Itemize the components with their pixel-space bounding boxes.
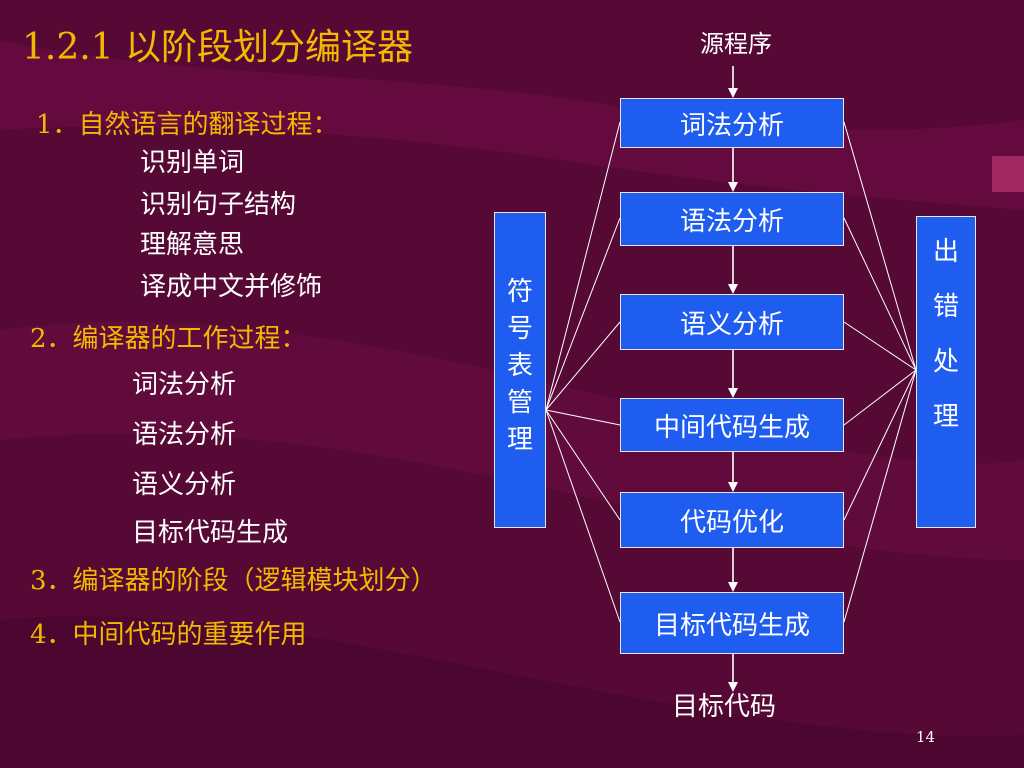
phase-intermediate-code: 中间代码生成 xyxy=(620,398,844,452)
item-2-heading: 2．编译器的工作过程： xyxy=(30,324,307,354)
page-number: 14 xyxy=(916,728,936,746)
item-1-sub-3: 理解意思 xyxy=(140,230,245,260)
source-program-label: 源程序 xyxy=(700,30,772,58)
link-error-optimize xyxy=(843,369,917,521)
link-symbol-intermediate xyxy=(545,409,621,426)
phase-semantic-analysis: 语义分析 xyxy=(620,294,844,350)
link-symbol-optimize xyxy=(545,409,621,521)
error-handling-char-4: 理 xyxy=(932,402,959,432)
link-symbol-codegen xyxy=(545,409,621,623)
link-error-lexical xyxy=(843,121,917,371)
target-code-label: 目标代码 xyxy=(672,692,777,722)
link-error-semantic xyxy=(843,321,917,371)
item-3-heading: 3．编译器的阶段（逻辑模块划分） xyxy=(30,566,437,596)
item-2-sub-1: 词法分析 xyxy=(132,370,237,400)
item-2-sub-3: 语义分析 xyxy=(132,470,237,500)
link-error-codegen xyxy=(843,369,917,623)
link-error-intermediate xyxy=(843,369,917,426)
phase-lexical-analysis: 词法分析 xyxy=(620,98,844,148)
slide-title: 1.2.1 以阶段划分编译器 xyxy=(22,27,414,68)
phase-code-optimization: 代码优化 xyxy=(620,492,844,548)
symbol-table-char-5: 理 xyxy=(506,425,533,455)
error-handling-char-1: 出 xyxy=(932,237,959,267)
item-1-heading: 1．自然语言的翻译过程： xyxy=(36,110,339,140)
link-error-syntax xyxy=(843,217,917,371)
item-1-sub-1: 识别单词 xyxy=(140,148,245,178)
symbol-table-char-3: 表 xyxy=(506,351,533,381)
link-symbol-semantic xyxy=(545,321,621,411)
error-handling-char-2: 错 xyxy=(932,292,959,322)
item-4-heading: 4．中间代码的重要作用 xyxy=(30,620,307,650)
phase-syntax-analysis: 语法分析 xyxy=(620,192,844,246)
symbol-table-char-2: 号 xyxy=(506,314,533,344)
symbol-table-management-box: 符 号 表 管 理 xyxy=(494,212,546,528)
item-2-sub-2: 语法分析 xyxy=(132,420,237,450)
error-handling-char-3: 处 xyxy=(932,347,959,377)
item-1-sub-4: 译成中文并修饰 xyxy=(140,272,323,302)
link-symbol-syntax xyxy=(545,217,621,411)
symbol-table-char-4: 管 xyxy=(506,388,533,418)
error-handling-box: 出 错 处 理 xyxy=(916,216,976,528)
symbol-table-char-1: 符 xyxy=(506,277,533,307)
item-1-sub-2: 识别句子结构 xyxy=(140,190,297,220)
item-2-sub-4: 目标代码生成 xyxy=(132,518,289,548)
link-symbol-lexical xyxy=(545,121,621,411)
phase-target-code-generation: 目标代码生成 xyxy=(620,592,844,654)
